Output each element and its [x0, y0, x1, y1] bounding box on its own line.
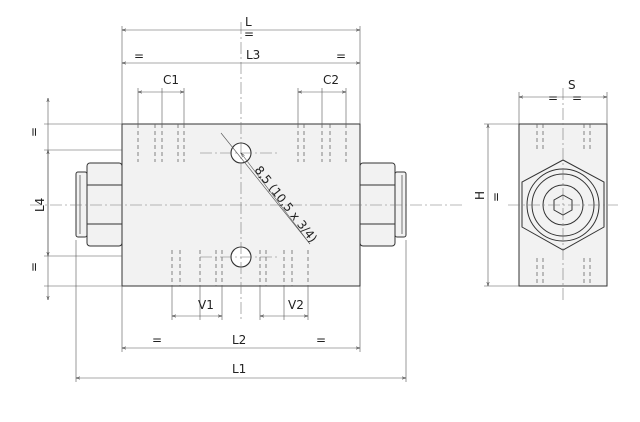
dim-V1-label: V1	[198, 298, 214, 312]
dim-left-equal-bottom: =	[27, 262, 41, 272]
dim-L2-equal-right: =	[316, 333, 326, 347]
front-view: 8,5 (10,5 x 3/4) L = L3 = = C1 C2 = =	[27, 15, 462, 382]
dim-C2-label: C2	[323, 73, 339, 87]
dim-V2-label: V2	[288, 298, 304, 312]
dim-H-equal-sign: =	[489, 192, 503, 202]
dim-L4-label: L4	[33, 198, 47, 212]
right-hex-nut	[359, 162, 396, 247]
dim-S-label: S	[568, 78, 576, 92]
dim-L2-label: L2	[232, 333, 246, 347]
dim-L-label: L	[245, 15, 252, 29]
dim-L3-equal-left: =	[134, 49, 144, 63]
dim-L2-equal-left: =	[152, 333, 162, 347]
left-hex-nut	[86, 162, 123, 247]
hole-leader-line	[220, 132, 311, 245]
dim-L-equal-sign: =	[244, 27, 254, 41]
dim-S-equal-right: =	[572, 91, 582, 105]
dim-left-equal-top: =	[27, 127, 41, 137]
dim-C1-label: C1	[163, 73, 179, 87]
dim-L3-equal-right: =	[336, 49, 346, 63]
left-port-thread	[75, 171, 88, 238]
hidden-bores	[137, 124, 347, 286]
right-port-thread	[394, 171, 407, 238]
dim-H-label: H	[473, 191, 487, 200]
dim-S-equal-left: =	[548, 91, 558, 105]
side-view: S = = H =	[473, 78, 618, 300]
right-fitting	[359, 162, 407, 247]
dim-L1-label: L1	[232, 362, 246, 376]
left-fitting	[75, 162, 123, 247]
dim-L3-label: L3	[246, 48, 260, 62]
